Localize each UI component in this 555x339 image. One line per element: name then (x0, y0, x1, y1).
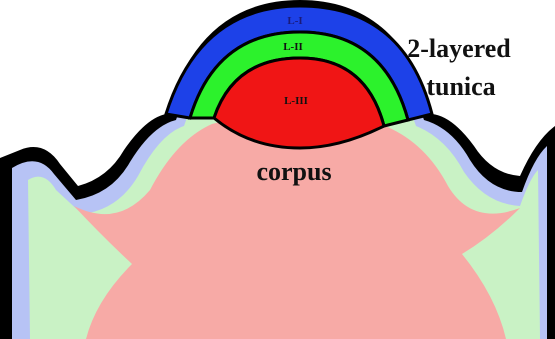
tunica-label-line2: tunica (426, 72, 495, 101)
corpus-label: corpus (256, 157, 331, 186)
label-l3: L-III (284, 95, 308, 107)
tunica-label-line1: 2-layered (407, 34, 511, 63)
label-l2: L-II (283, 41, 303, 53)
label-l1: L-I (287, 15, 302, 27)
